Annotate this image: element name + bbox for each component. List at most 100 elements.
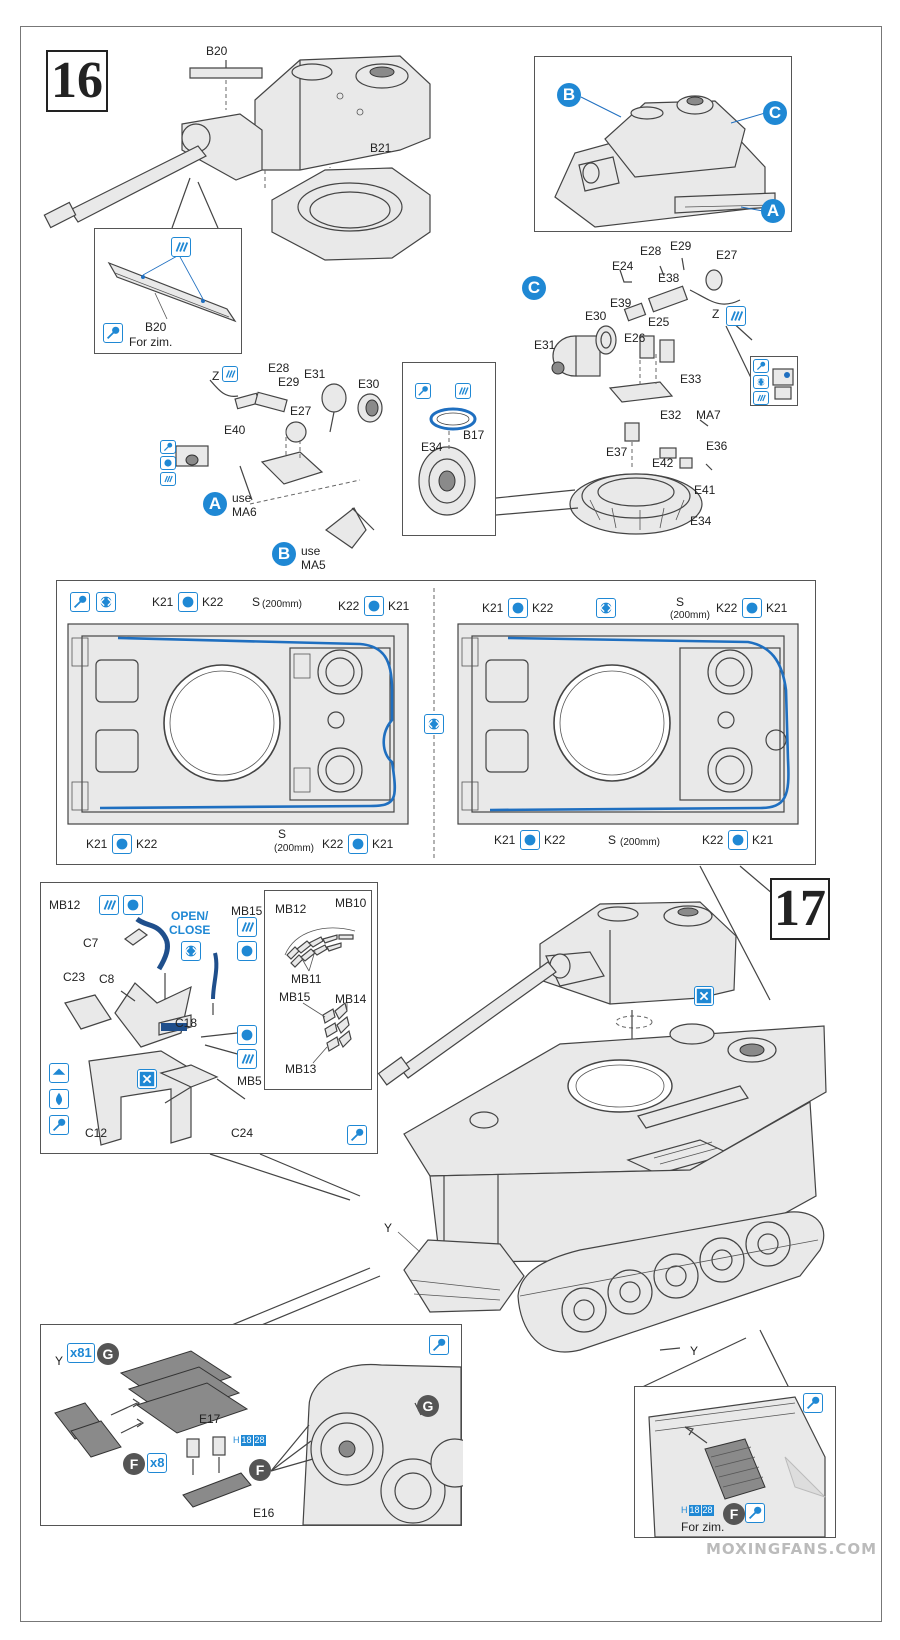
paint-icon (222, 366, 238, 382)
color-code-h-zim-2: 28 (701, 1505, 714, 1516)
paint-icon (237, 917, 257, 937)
label-k22-r-tl: K22 (532, 601, 554, 615)
paint-icon (99, 895, 119, 915)
symmetric-icon (424, 714, 444, 734)
label-mb5: MB5 (237, 1074, 262, 1088)
marker-c-assembly: C (522, 276, 546, 300)
symmetric-icon (96, 592, 116, 612)
label-e33: E33 (680, 372, 702, 386)
label-mb13: MB13 (285, 1062, 317, 1076)
label-mb12-links: MB12 (275, 902, 307, 916)
paint-icon (726, 306, 746, 326)
label-k21-r-tr: K21 (766, 601, 788, 615)
close-label: CLOSE (169, 923, 211, 937)
label-e24: E24 (612, 259, 634, 273)
label-z: Z (712, 307, 720, 321)
label-ma6: MA6 (232, 505, 257, 519)
cement-icon (347, 1125, 367, 1145)
count-f: x8 (147, 1453, 168, 1473)
label-e17: E17 (199, 1412, 221, 1426)
label-e36: E36 (706, 439, 728, 453)
label-mb11: MB11 (291, 972, 322, 986)
symmetric-icon (178, 592, 198, 612)
label-e39: E39 (610, 296, 632, 310)
label-e16: E16 (253, 1506, 275, 1520)
label-e37: E37 (606, 445, 628, 459)
label-k22-tl: K22 (202, 595, 224, 609)
label-e30-peri: E30 (358, 377, 380, 391)
watermark: MOXINGFANS.COM (706, 1540, 878, 1558)
paint-icon (171, 237, 191, 257)
label-b-use: use (301, 544, 321, 558)
cement-icon (429, 1335, 449, 1355)
label-mb14: MB14 (335, 992, 367, 1006)
label-e28-peri: E28 (268, 361, 290, 375)
marker-c: C (763, 101, 787, 125)
paint-icon (160, 472, 176, 486)
label-k21-bl: K21 (86, 837, 108, 851)
cement-icon (753, 359, 769, 373)
label-e34-inset: E34 (421, 440, 443, 454)
label-z-peri: Z (212, 369, 220, 383)
symmetric-icon (181, 941, 201, 961)
symmetric-icon (520, 830, 540, 850)
label-k21-br: K21 (372, 837, 394, 851)
color-code-h-prefix: H (233, 1435, 240, 1445)
cement-icon (70, 592, 90, 612)
label-e29-peri: E29 (278, 375, 300, 389)
paint-icon (455, 383, 471, 399)
paint-icon (753, 391, 769, 405)
paint-icon (237, 1049, 257, 1069)
label-k21-r-bl: K21 (494, 833, 516, 847)
label-e30: E30 (585, 309, 607, 323)
marker-g: G (97, 1343, 119, 1365)
label-c24: C24 (231, 1126, 254, 1140)
label-mb12: MB12 (49, 898, 81, 912)
label-y-tank-1: Y (384, 1221, 393, 1235)
label-e27: E27 (716, 248, 738, 262)
label-k22-tr: K22 (338, 599, 360, 613)
label-c12: C12 (85, 1126, 108, 1140)
symmetric-icon (753, 375, 769, 389)
label-e31-peri: E31 (304, 367, 326, 381)
symmetric-icon (112, 834, 132, 854)
label-s-r-bl: S (608, 833, 617, 847)
label-mb10: MB10 (335, 896, 367, 910)
label-c23: C23 (63, 970, 86, 984)
label-b21: B21 (370, 141, 392, 155)
label-e32: E32 (660, 408, 682, 422)
color-code-h-1: 18 (240, 1435, 253, 1446)
label-e26: E26 (624, 331, 646, 345)
label-e28: E28 (640, 244, 662, 258)
cement-icon (415, 383, 431, 399)
label-k22-r-tr: K22 (716, 601, 738, 615)
label-s-bl: S (278, 827, 287, 841)
label-y-tank-2: Y (690, 1344, 699, 1358)
label-ma7: MA7 (696, 408, 721, 422)
marker-a-use: A (203, 492, 227, 516)
color-code-h-zim-prefix: H (681, 1505, 688, 1515)
label-e29: E29 (670, 239, 692, 253)
marker-g-2: G (417, 1395, 439, 1417)
symmetric-icon (508, 598, 528, 618)
label-e25: E25 (648, 315, 670, 329)
label-b20: B20 (206, 44, 228, 58)
label-k21-tr: K21 (388, 599, 410, 613)
cement-icon (103, 323, 123, 343)
label-e31: E31 (534, 338, 556, 352)
marker-b-use: B (272, 542, 296, 566)
open-label: OPEN/ (171, 909, 209, 923)
label-s-len-r-tl: (200mm) (670, 610, 711, 621)
zim-part-label: B20 (145, 320, 167, 334)
label-e27-peri: E27 (290, 404, 312, 418)
count-f-value: 8 (157, 1455, 165, 1470)
label-a-use: use (232, 491, 252, 505)
